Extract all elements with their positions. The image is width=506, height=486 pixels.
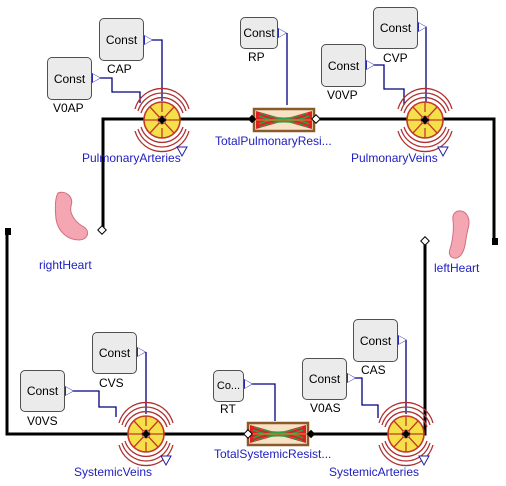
output-arrow-icon: [65, 386, 74, 396]
flow-wires: [5, 117, 496, 436]
right-heart-icon[interactable]: [54, 191, 89, 241]
param-label-v0vs: V0VS: [27, 414, 58, 428]
param-label-cvs: CVS: [99, 376, 124, 390]
param-label-v0ap: V0AP: [53, 101, 84, 115]
const-block-cas[interactable]: Const: [353, 319, 398, 362]
output-markers: [160, 146, 449, 467]
signal-wires: [72, 27, 427, 421]
total-pulmonary-resistance-label: TotalPulmonaryResi...: [215, 134, 332, 148]
total-pulmonary-resistance-icon[interactable]: [252, 107, 316, 133]
param-label-rt: RT: [220, 402, 236, 416]
param-label-cvp: CVP: [383, 51, 408, 65]
const-block-v0vs[interactable]: Const: [20, 370, 65, 412]
total-systemic-resistance-icon[interactable]: [246, 421, 310, 447]
const-block-cap[interactable]: Const: [99, 18, 144, 61]
pulmonary-veins-label: PulmonaryVeins: [351, 151, 438, 165]
output-arrow-icon: [347, 373, 356, 383]
output-arrow-icon: [137, 347, 146, 357]
systemic-veins-label: SystemicVeins: [74, 465, 153, 479]
left-heart-label: leftHeart: [434, 261, 480, 275]
output-arrow-icon: [244, 379, 253, 389]
output-arrow-icon: [92, 73, 101, 83]
param-label-cap: CAP: [107, 62, 132, 76]
systemic-arteries-label: SystemicArteries: [329, 465, 420, 479]
output-arrow-icon: [144, 35, 153, 45]
param-label-rp: RP: [248, 50, 265, 64]
const-block-v0as[interactable]: Const: [302, 358, 347, 400]
output-arrow-icon: [366, 60, 375, 70]
const-block-rp[interactable]: Const: [240, 17, 278, 49]
output-arrow-icon: [398, 335, 407, 345]
const-block-cvs[interactable]: Const: [92, 332, 137, 374]
right-heart-label: rightHeart: [39, 258, 92, 272]
param-label-v0vp: V0VP: [327, 88, 358, 102]
const-block-cvp[interactable]: Const: [373, 7, 418, 49]
flow-ports: [5, 114, 498, 439]
pulmonary-arteries-label: PulmonaryArteries: [82, 151, 181, 165]
output-arrow-icon: [278, 28, 287, 38]
output-arrow-icon: [418, 22, 427, 32]
param-label-cas: CAS: [361, 363, 386, 377]
left-heart-icon[interactable]: [448, 210, 470, 259]
const-block-v0ap[interactable]: Const: [47, 57, 92, 100]
total-systemic-resistance-label: TotalSystemicResist...: [214, 447, 332, 461]
param-label-v0as: V0AS: [310, 401, 341, 415]
const-block-v0vp[interactable]: Const: [321, 44, 366, 87]
const-block-rt[interactable]: Co...: [213, 370, 244, 402]
